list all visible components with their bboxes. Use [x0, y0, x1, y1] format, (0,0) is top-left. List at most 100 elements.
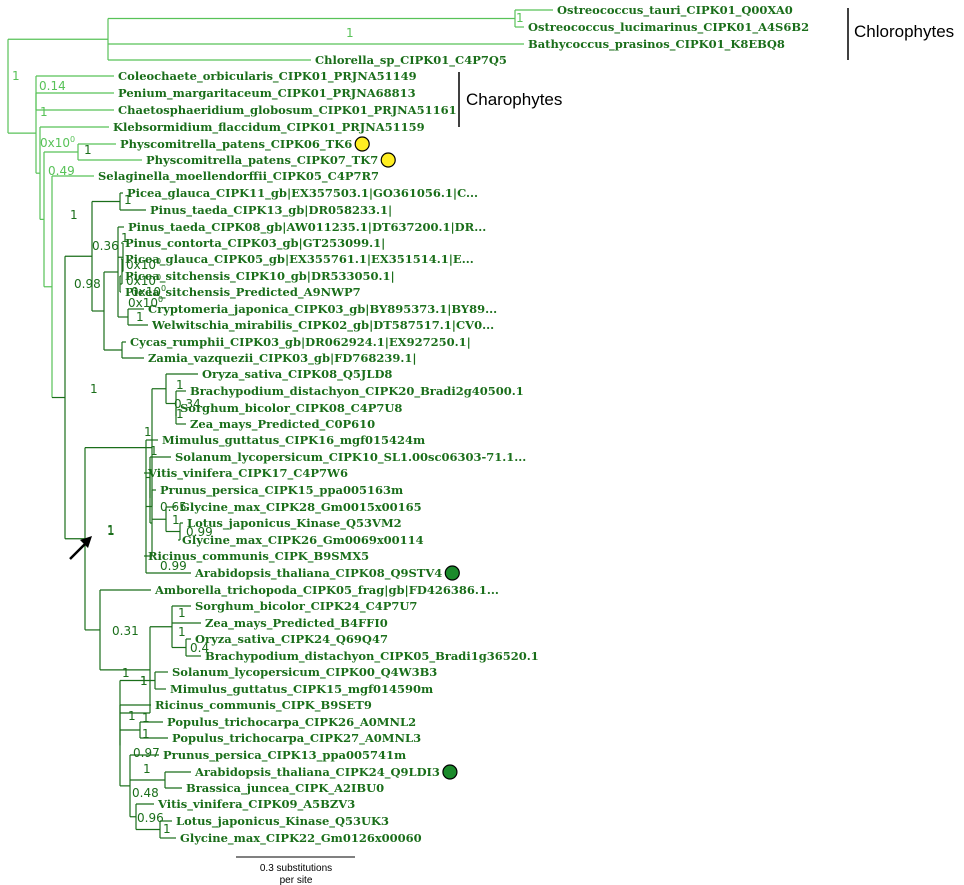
taxon-label: Coleochaete_orbicularis_CIPK01_PRJNA5114…	[118, 69, 417, 84]
taxon-label: Picea_sitchensis_Predicted_A9NWP7	[125, 285, 361, 300]
support-value: 1	[12, 69, 20, 83]
support-value: 0.31	[112, 624, 139, 638]
taxon-label: Selaginella_moellendorffii_CIPK05_C4P7R7	[98, 169, 379, 184]
taxon-label: Ostreococcus_lucimarinus_CIPK01_A4S6B2	[528, 20, 809, 35]
scale-bar-label: 0.3 substitutions	[260, 863, 332, 874]
taxon-label: Pinus_taeda_CIPK13_gb|DR058233.1|	[150, 203, 392, 218]
taxon-label: Bathycoccus_prasinos_CIPK01_K8EBQ8	[528, 37, 785, 52]
support-value: 1	[136, 310, 144, 324]
chlorophytes-label: Chlorophytes	[854, 22, 954, 41]
support-value: 1	[140, 674, 148, 688]
taxon-label: Prunus_persica_CIPK13_ppa005741m	[163, 748, 406, 763]
taxon-label: Lotus_japonicus_Kinase_Q53UK3	[176, 814, 389, 829]
taxon-label: Arabidopsis_thaliana_CIPK08_Q9STV4	[194, 566, 442, 581]
support-value: 1	[107, 523, 115, 537]
taxon-label: Picea_glauca_CIPK11_gb|EX357503.1|GO3610…	[127, 186, 478, 201]
taxon-marker-circle	[354, 136, 370, 152]
taxon-label: Zea_mays_Predicted_C0P610	[190, 417, 375, 432]
support-value: 0x100	[126, 273, 161, 288]
support-value: 1	[122, 666, 130, 680]
support-value: 0.99	[160, 559, 187, 573]
support-value: 1	[178, 606, 186, 620]
taxon-label: Solanum_lycopersicum_CIPK10_SL1.00sc0630…	[175, 450, 526, 465]
taxon-label: Solanum_lycopersicum_CIPK00_Q4W3B3	[172, 665, 437, 680]
taxon-label: Arabidopsis_thaliana_CIPK24_Q9LDI3	[194, 765, 440, 780]
support-value: 0x100	[128, 295, 163, 310]
support-value: 1	[124, 193, 132, 207]
taxon-label: Zea_mays_Predicted_B4FFI0	[205, 616, 388, 631]
support-value: 1	[143, 762, 151, 776]
taxon-label: Oryza_sativa_CIPK08_Q5JLD8	[202, 367, 392, 382]
taxon-marker-circle	[444, 565, 460, 581]
support-value: 0x100	[131, 284, 166, 299]
support-value: 0.48	[132, 786, 159, 800]
taxon-label: Welwitschia_mirabilis_CIPK02_gb|DT587517…	[151, 318, 494, 333]
support-value: 0x100	[126, 257, 161, 272]
support-value: 1	[142, 711, 150, 725]
taxon-label: Picea_glauca_CIPK05_gb|EX355761.1|EX3515…	[125, 252, 474, 267]
taxon-label: Cryptomeria_japonica_CIPK03_gb|BY895373.…	[148, 302, 497, 317]
taxon-label: Brachypodium_distachyon_CIPK20_Bradi2g40…	[190, 384, 524, 399]
taxon-marker-circle	[380, 152, 396, 168]
taxon-label: Brassica_juncea_CIPK_A2IBU0	[186, 781, 384, 796]
support-value: 0.36	[92, 239, 119, 253]
support-value: 1	[176, 407, 184, 421]
taxon-label: Physcomitrella_patens_CIPK06_TK6	[120, 137, 352, 152]
support-value: 1	[150, 444, 158, 458]
taxon-label: Zamia_vazquezii_CIPK03_gb|FD768239.1|	[148, 351, 417, 366]
taxon-label: Vitis_vinifera_CIPK09_A5BZV3	[157, 797, 355, 812]
support-value: 0.98	[74, 277, 101, 291]
taxon-label: Oryza_sativa_CIPK24_Q69Q47	[195, 632, 388, 647]
support-value: 1	[107, 524, 115, 538]
support-value: 1	[144, 425, 152, 439]
taxon-label: Penium_margaritaceum_CIPK01_PRJNA68813	[118, 86, 416, 101]
taxon-labels: Ostreococcus_tauri_CIPK01_Q00XA0Ostreoco…	[98, 3, 809, 846]
support-value: 1	[128, 709, 136, 723]
support-value: 1	[172, 513, 180, 527]
taxon-label: Amborella_trichopoda_CIPK05_frag|gb|FD42…	[154, 583, 499, 598]
taxon-label: Chaetosphaeridium_globosum_CIPK01_PRJNA5…	[118, 103, 457, 118]
support-value: 1	[70, 208, 78, 222]
support-value: 1	[40, 105, 48, 119]
support-value: 0.99	[186, 525, 213, 539]
support-value: 0.14	[39, 79, 66, 93]
taxon-label: Brachypodium_distachyon_CIPK05_Bradi1g36…	[205, 649, 539, 664]
taxon-label: Glycine_max_CIPK28_Gm0015x00165	[180, 500, 422, 515]
taxon-label: Ricinus_communis_CIPK_B9SET9	[155, 698, 372, 713]
taxon-label: Physcomitrella_patens_CIPK07_TK7	[146, 153, 378, 168]
taxon-label: Sorghum_bicolor_CIPK08_C4P7U8	[180, 401, 402, 416]
taxon-label: Glycine_max_CIPK22_Gm0126x00060	[180, 831, 422, 846]
support-value: 0x100	[40, 135, 75, 150]
tree-branches	[7, 9, 553, 839]
support-value: 1	[176, 378, 184, 392]
scale-bar-unit: per site	[280, 875, 313, 885]
taxon-label: Glycine_max_CIPK26_Gm0069x00114	[182, 533, 424, 548]
taxon-label: Mimulus_guttatus_CIPK16_mgf015424m	[162, 433, 425, 448]
taxon-label: Prunus_persica_CIPK15_ppa005163m	[160, 483, 403, 498]
support-value: 1	[178, 625, 186, 639]
support-value: 0.34	[174, 397, 201, 411]
taxon-label: Populus_trichocarpa_CIPK27_A0MNL3	[172, 731, 421, 746]
tree-markers	[354, 136, 460, 780]
charophytes-label: Charophytes	[466, 90, 562, 109]
support-value: 1	[142, 727, 150, 741]
support-value: 0.65	[160, 500, 187, 514]
taxon-label: Vitis_vinifera_CIPK17_C4P7W6	[147, 466, 348, 481]
support-value: 0.96	[137, 811, 164, 825]
taxon-label: Mimulus_guttatus_CIPK15_mgf014590m	[170, 682, 433, 697]
support-value: 0.49	[48, 164, 75, 178]
taxon-label: Chlorella_sp_CIPK01_C4P7Q5	[315, 53, 507, 68]
taxon-label: Lotus_japonicus_Kinase_Q53VM2	[187, 516, 402, 531]
support-value: 1	[140, 674, 148, 688]
taxon-label: Pinus_contorta_CIPK03_gb|GT253099.1|	[125, 236, 385, 251]
support-value: 1	[346, 26, 354, 40]
support-values: 110.140x10010x1000x10010x1000.360.9810.3…	[12, 11, 524, 836]
support-value: 1	[516, 11, 524, 25]
taxon-label: Populus_trichocarpa_CIPK26_A0MNL2	[167, 715, 416, 730]
support-value: 1	[163, 822, 171, 836]
taxon-label: Picea_sitchensis_CIPK10_gb|DR533050.1|	[125, 269, 395, 284]
support-value: 1	[84, 143, 92, 157]
arrow-icon	[69, 536, 92, 560]
support-value: 0.4	[190, 641, 209, 655]
